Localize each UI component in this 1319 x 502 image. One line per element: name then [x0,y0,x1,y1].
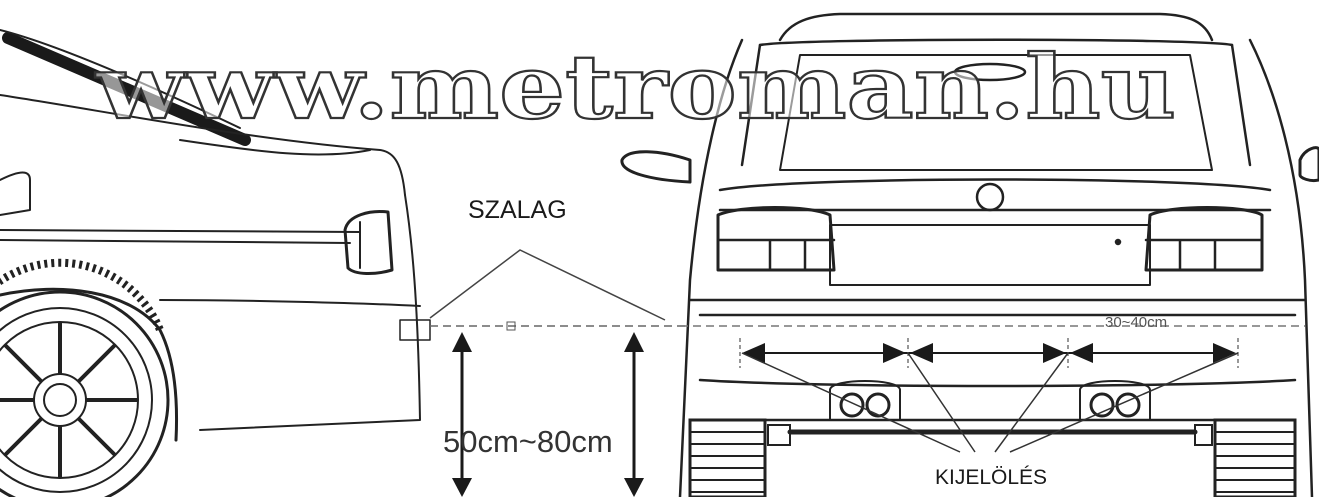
sensor-mark [506,321,516,331]
car-wheel [0,258,170,502]
height-arrow-left-top [452,332,472,352]
brand-emblem [975,182,1005,212]
marking-annotation: KIJELÖLÉS [741,352,1239,489]
height-arrow-left-bottom [452,478,472,497]
spacing-arrowhead [742,343,765,363]
watermark-logo: www.metroman.hu [94,34,1177,140]
marking-label: KIJELÖLÉS [935,466,1047,489]
car-side-view [0,29,431,442]
car-rear-view [620,12,1319,499]
spacing-arrowhead [1070,343,1093,363]
mirror-left-icon [620,150,692,184]
height-range-label: 50cm~80cm [443,424,613,459]
tape-label: SZALAG [468,196,567,224]
spacing-arrowhead [1213,343,1236,363]
height-arrow-right-bottom [624,478,644,497]
exhaust-left-icon [839,392,865,418]
exhaust-right-icon [1089,392,1115,418]
watermark-text: www.metroman.hu [95,35,1176,139]
spacing-label: 30~40cm [1105,314,1167,331]
spacing-arrowhead [910,343,933,363]
tape-leader-lines [429,249,666,321]
spacing-arrowhead [883,343,906,363]
height-dimension: 50cm~80cm [443,332,644,497]
marking-leader-lines [741,352,1239,453]
spacing-arrowhead [1043,343,1066,363]
mirror-right-icon [1298,146,1319,182]
tape-annotation: SZALAG [429,196,690,331]
sensor-spacing-dimension: 30~40cm [680,314,1305,368]
height-arrow-right-top [624,332,644,352]
